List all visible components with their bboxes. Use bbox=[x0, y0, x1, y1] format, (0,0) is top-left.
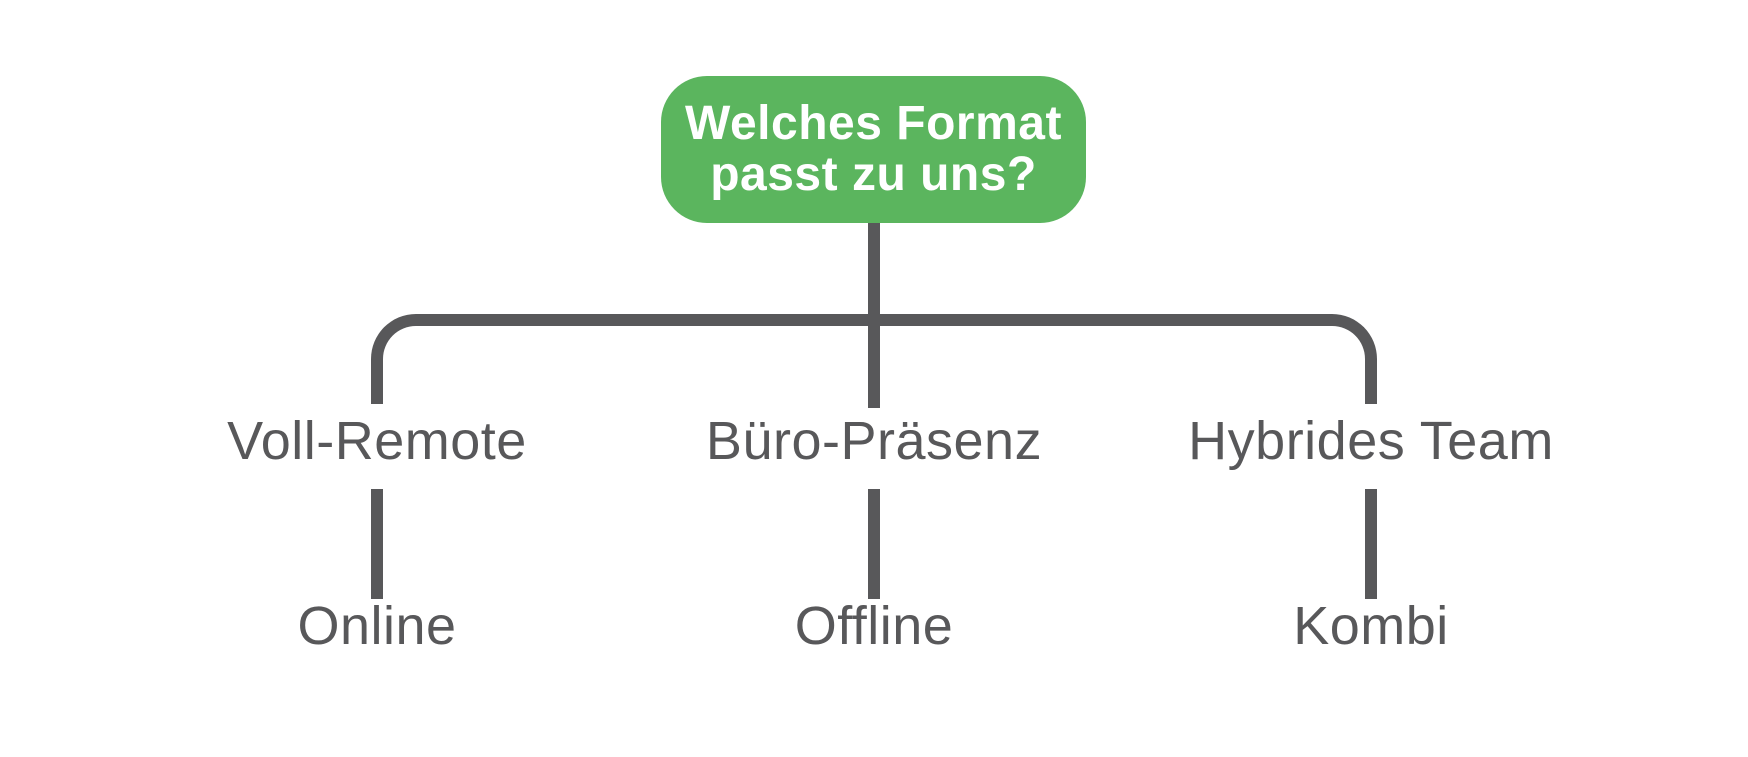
root-node-text-line2: passt zu uns? bbox=[710, 147, 1037, 201]
root-node-text-line1: Welches Format bbox=[685, 96, 1062, 150]
connector-stub-voll-remote bbox=[371, 489, 383, 599]
leaf-label-online: Online bbox=[297, 596, 457, 656]
connector-horizontal-bar bbox=[371, 314, 1377, 404]
leaf-label-kombi: Kombi bbox=[1293, 596, 1449, 656]
connector-stub-hybrides-team bbox=[1365, 489, 1377, 599]
branch-label-hybrides-team: Hybrides Team bbox=[1188, 411, 1554, 471]
branch-label-buero-praesenz: Büro-Präsenz bbox=[705, 411, 1043, 471]
root-node: Welches Format passt zu uns? bbox=[661, 76, 1086, 223]
branch-label-voll-remote: Voll-Remote bbox=[227, 411, 527, 471]
leaf-label-offline: Offline bbox=[794, 596, 954, 656]
connector-stub-buero-praesenz bbox=[868, 489, 880, 599]
